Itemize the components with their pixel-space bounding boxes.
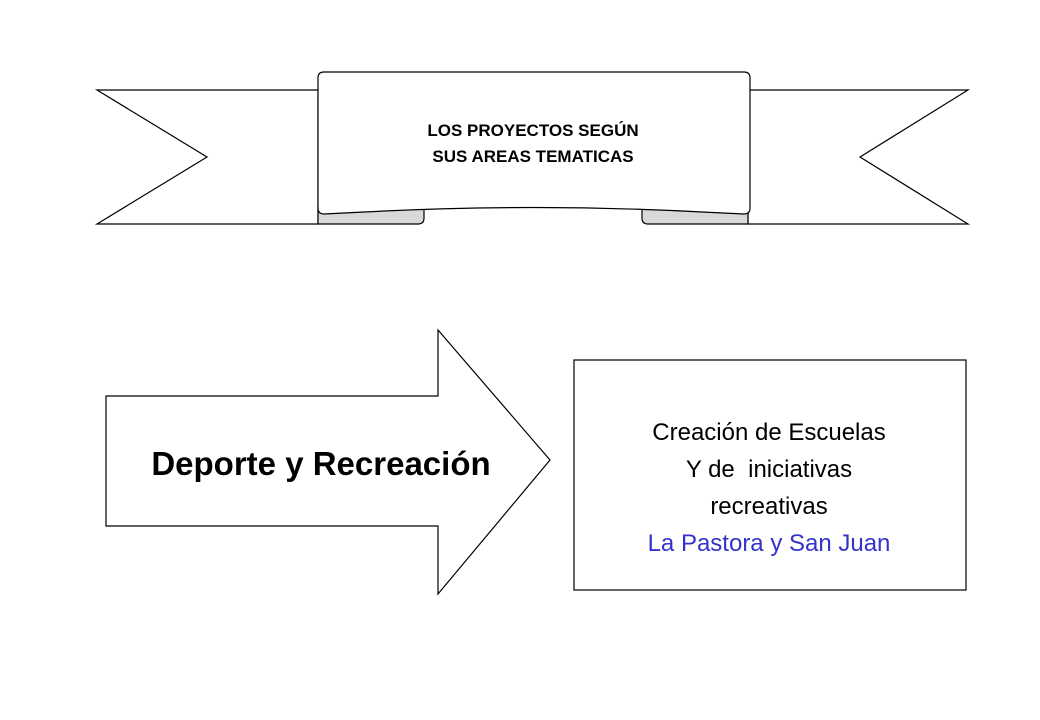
banner-title: LOS PROYECTOS SEGÚN SUS AREAS TEMATICAS — [318, 118, 748, 170]
banner-title-line-1: LOS PROYECTOS SEGÚN — [427, 121, 639, 140]
banner-left-tail — [94, 89, 319, 225]
result-line-3: recreativas — [710, 493, 828, 520]
result-box-frame — [573, 359, 967, 591]
arrow-label: Deporte y Recreación — [151, 445, 491, 482]
result-box: Creación de Escuelas Y de iniciativas re… — [574, 414, 964, 562]
banner-title-line-2: SUS AREAS TEMATICAS — [432, 147, 634, 166]
result-location: La Pastora y San Juan — [647, 530, 891, 557]
result-line-1: Creación de Escuelas — [652, 419, 886, 446]
result-line-2: Y de iniciativas — [685, 456, 853, 483]
banner-right-tail — [747, 89, 971, 225]
banner-front-panel — [317, 71, 751, 215]
category-arrow — [105, 328, 551, 596]
